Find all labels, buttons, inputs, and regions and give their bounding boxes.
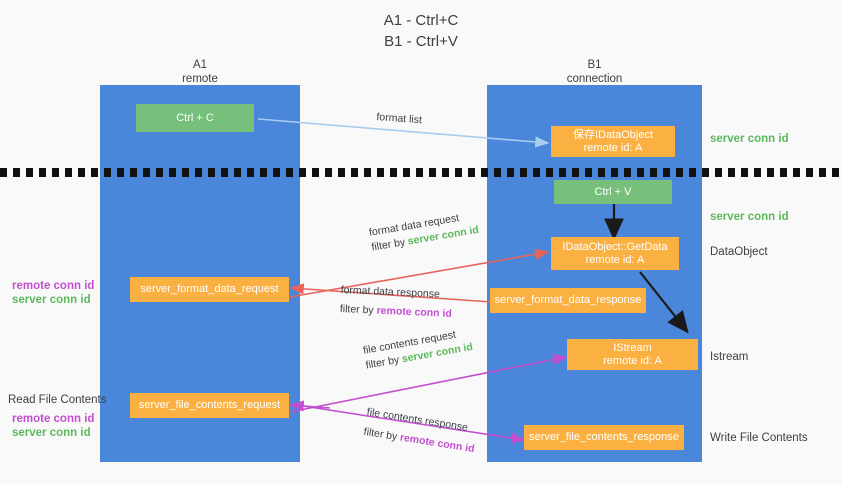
label-server-conn-id-top: server conn id <box>710 133 789 145</box>
arrow-label-file-contents-request: file contents request filter by server c… <box>362 325 474 373</box>
node-idataobject-getdata[interactable]: IDataObject::GetData remote id: A <box>551 237 679 270</box>
node-server-format-data-response-label: server_format_data_response <box>494 294 642 306</box>
column-a1-role: remote <box>182 73 218 85</box>
title-line-2: B1 - Ctrl+V <box>384 33 458 50</box>
column-b1-name: B1 <box>587 59 602 71</box>
node-istream-line2: remote id: A <box>603 354 662 367</box>
label-dataobject: DataObject <box>710 246 768 258</box>
arrow-label-format-list: format list <box>376 110 422 128</box>
label-remote-conn-id-2: remote conn id <box>12 413 95 425</box>
arrow-label-file-contents-response: file contents response filter by remote … <box>363 405 479 457</box>
node-idataobject-getdata-line2: remote id: A <box>585 253 645 266</box>
column-a1-name: A1 <box>192 59 208 71</box>
node-ctrl-c-label: Ctrl + C <box>176 111 214 124</box>
node-server-file-contents-request[interactable]: server_file_contents_request <box>130 393 289 418</box>
label-server-conn-id-2: server conn id <box>12 427 91 439</box>
node-ctrl-v-label: Ctrl + V <box>594 185 632 198</box>
node-server-format-data-request[interactable]: server_format_data_request <box>130 277 289 302</box>
node-istream[interactable]: IStream remote id: A <box>567 339 698 370</box>
node-idataobject-create-line1: 保存IDataObject <box>572 128 654 141</box>
label-server-conn-id-mid: server conn id <box>710 211 789 223</box>
node-server-format-data-request-label: server_format_data_request <box>140 283 279 295</box>
node-ctrl-v[interactable]: Ctrl + V <box>554 180 672 204</box>
filter-value-remote-conn-id: remote conn id <box>376 304 453 320</box>
label-remote-conn-id-1: remote conn id <box>12 280 95 292</box>
label-write-file-contents: Write File Contents <box>710 432 808 444</box>
arrow-label-format-data-request: format data request filter by server con… <box>368 208 480 256</box>
filter-prefix: filter by <box>362 425 399 443</box>
label-read-file-contents: Read File Contents <box>8 394 107 406</box>
label-server-conn-id-1: server conn id <box>12 294 91 306</box>
arrow-label-format-data-response-line2: filter by remote conn id <box>340 302 453 322</box>
node-idataobject-getdata-line1: IDataObject::GetData <box>562 240 668 253</box>
node-server-file-contents-response-label: server_file_contents_response <box>529 431 679 443</box>
arrow-label-format-list-text: format list <box>376 110 423 127</box>
node-server-file-contents-request-label: server_file_contents_request <box>138 399 281 411</box>
title-line-1: A1 - Ctrl+C <box>383 12 459 29</box>
column-b1-role: connection <box>566 73 623 85</box>
divider-dashed-line <box>0 168 842 177</box>
label-istream: Istream <box>710 351 749 363</box>
arrow-label-format-data-response-line1: format data response <box>340 283 441 301</box>
node-idataobject-create[interactable]: 保存IDataObject remote id: A <box>551 126 675 157</box>
filter-prefix: filter by <box>339 302 374 317</box>
page-title: A1 - Ctrl+C B1 - Ctrl+V <box>0 10 842 52</box>
arrow-label-format-data-response: format data response filter by remote co… <box>340 283 453 322</box>
node-server-file-contents-response[interactable]: server_file_contents_response <box>524 425 684 450</box>
filter-prefix: filter by <box>370 236 407 254</box>
node-idataobject-create-line2: remote id: A <box>583 141 643 154</box>
column-header-a1: A1 remote <box>100 58 300 86</box>
column-header-b1: B1 connection <box>487 58 702 86</box>
node-server-format-data-response[interactable]: server_format_data_response <box>490 288 646 313</box>
node-ctrl-c[interactable]: Ctrl + C <box>136 104 254 132</box>
node-istream-line1: IStream <box>613 341 652 354</box>
